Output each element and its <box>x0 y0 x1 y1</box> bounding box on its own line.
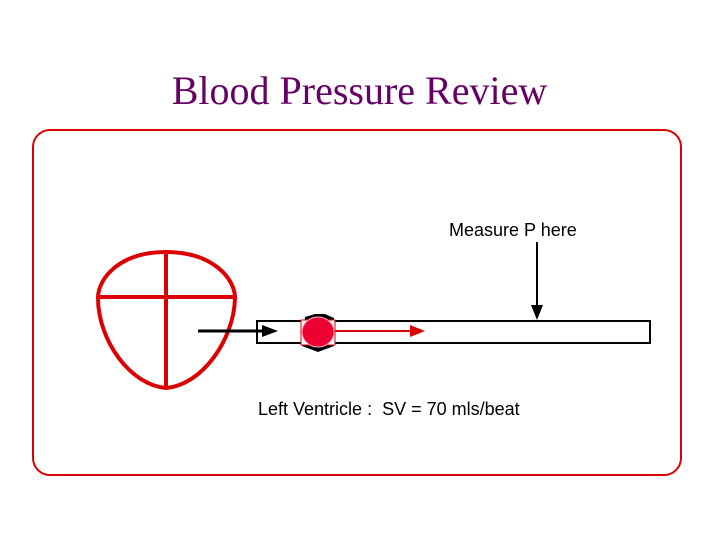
measure-arrow <box>531 242 543 320</box>
left-ventricle-shape <box>95 249 238 391</box>
blood-bolus <box>300 314 336 352</box>
blood-drop <box>301 316 335 348</box>
ejection-arrow <box>198 325 278 337</box>
measure-arrow-head <box>531 305 543 320</box>
content-frame <box>32 129 682 476</box>
flow-arrow <box>335 325 425 337</box>
left-ventricle-label: Left Ventricle : SV = 70 mls/beat <box>258 399 520 419</box>
flow-arrow-head <box>410 325 425 337</box>
ejection-arrow-head <box>262 325 278 337</box>
slide-title: Blood Pressure Review <box>171 68 548 113</box>
measure-pressure-label: Measure P here <box>449 220 577 240</box>
